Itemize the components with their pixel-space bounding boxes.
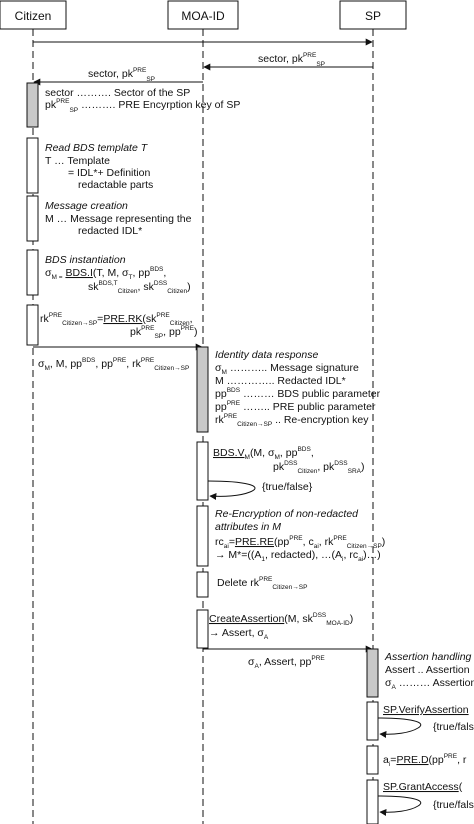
note-2-title: Read BDS template T [45, 142, 149, 154]
note-13-line-1: ai=PRE.D(ppPRE, r [383, 753, 467, 768]
note-5-line-2: pkPRESP, ppPRE) [130, 325, 198, 340]
note-3-title: Message creation [45, 200, 128, 212]
note-6-line-2: M ………….. Redacted IDL* [215, 375, 346, 387]
self-call-arrow-1 [207, 480, 256, 500]
note-11-line-1: Assert .. Assertion [385, 664, 470, 676]
note-5-line-1: rkPRECitizen→SP=PRE.RK(skPRECitizen, [40, 312, 193, 327]
activation-citizen-4 [26, 249, 39, 296]
note-6-line-1: σM ……….. Message signature [215, 362, 359, 376]
note-11-title: Assertion handling [384, 651, 472, 663]
activation-moa-id-1 [196, 346, 209, 433]
activation-citizen-3 [26, 195, 39, 242]
message-5-label: σA, Assert, ppPRE [248, 655, 325, 670]
note-4-title: BDS instantiation [45, 254, 126, 266]
activation-sp-4 [366, 779, 379, 824]
note-7-line-2: pkDSSCitizen, pkDSSSRA) [273, 460, 365, 475]
note-6-title: Identity data response [215, 349, 318, 361]
note-8-line-2: → M*=((A1, redacted), …(Ai, rcai)…) [215, 549, 381, 563]
activation-citizen-5 [26, 304, 39, 346]
note-2-line-1: T … Template [45, 155, 110, 167]
note-4-line-2: skBDS,TCitizen, skDSSCitizen) [88, 280, 191, 295]
participant-sp-label: SP [365, 9, 381, 23]
activation-sp-2 [366, 701, 379, 741]
activation-moa-id-4 [196, 571, 209, 598]
participant-moa-id-label: MOA-ID [181, 9, 225, 23]
activation-moa-id-5 [196, 609, 209, 649]
participant-sp: SP [339, 0, 407, 30]
participant-moa-id: MOA-ID [167, 0, 239, 30]
note-6-line-5: rkPRECitizen→SP .. Re-encryption key [215, 413, 369, 428]
note-2-line-2: = IDL*+ Definition [68, 167, 150, 179]
activation-moa-id-2 [196, 441, 209, 501]
note-6-line-4: ppPRE …….. PRE public parameter [215, 400, 376, 413]
note-10-line-2: → Assert, σA [209, 627, 269, 641]
note-10-line-1: CreateAssertion(M, skDSSMOA-ID) [209, 612, 353, 627]
participant-citizen-label: Citizen [15, 9, 52, 23]
note-4-line-1: σM = BDS.I(T, M, σT, ppBDS, [45, 266, 166, 281]
activation-citizen-1 [26, 82, 39, 128]
activation-moa-id-3 [196, 505, 209, 567]
message-3-label: sector, pkPRESP [88, 67, 155, 83]
self-call-arrow-3 [377, 795, 421, 816]
note-7-line-1: BDS.VM(M, σM, ppBDS, [213, 446, 314, 461]
activation-sp-3 [366, 745, 379, 775]
note-1-line-1: sector ………. Sector of the SP [45, 87, 190, 99]
message-4-label: σM, M, ppBDS, ppPRE, rkPRECitizen→SP [38, 357, 189, 372]
activation-citizen-2 [26, 137, 39, 194]
note-9-line-1: Delete rkPRECitizen→SP [217, 576, 307, 591]
note-8-title-2: attributes in M [215, 521, 281, 533]
activation-sp-1 [366, 648, 379, 698]
self-call-arrow-2 [377, 717, 421, 738]
note-8-title-1: Re-Encryption of non-redacted [215, 508, 359, 520]
note-7-result: {true/false} [262, 481, 313, 493]
note-3-line-2: redacted IDL* [78, 225, 142, 237]
note-14-line-1: SP.GrantAccess( [383, 781, 463, 793]
note-11-line-2: σA ……… Assertion [385, 677, 474, 691]
note-12-line-1: SP.VerifyAssertion [383, 704, 469, 716]
note-3-line-1: M … Message representing the [45, 213, 192, 225]
note-14-result: {true/fals [433, 799, 474, 811]
message-2-label: sector, pkPRESP [258, 52, 325, 68]
note-12-result: {true/fals [433, 721, 474, 733]
note-2-line-3: redactable parts [78, 179, 153, 191]
participant-citizen: Citizen [0, 0, 67, 30]
note-6-line-3: ppBDS ……… BDS public parameter [215, 387, 381, 400]
note-8-line-1: rcai=PRE.RE(ppPRE, cai, rkPRECitizen→SP) [215, 535, 385, 550]
note-1-line-2: pkPRESP ………. PRE Encyrption key of SP [45, 98, 240, 114]
